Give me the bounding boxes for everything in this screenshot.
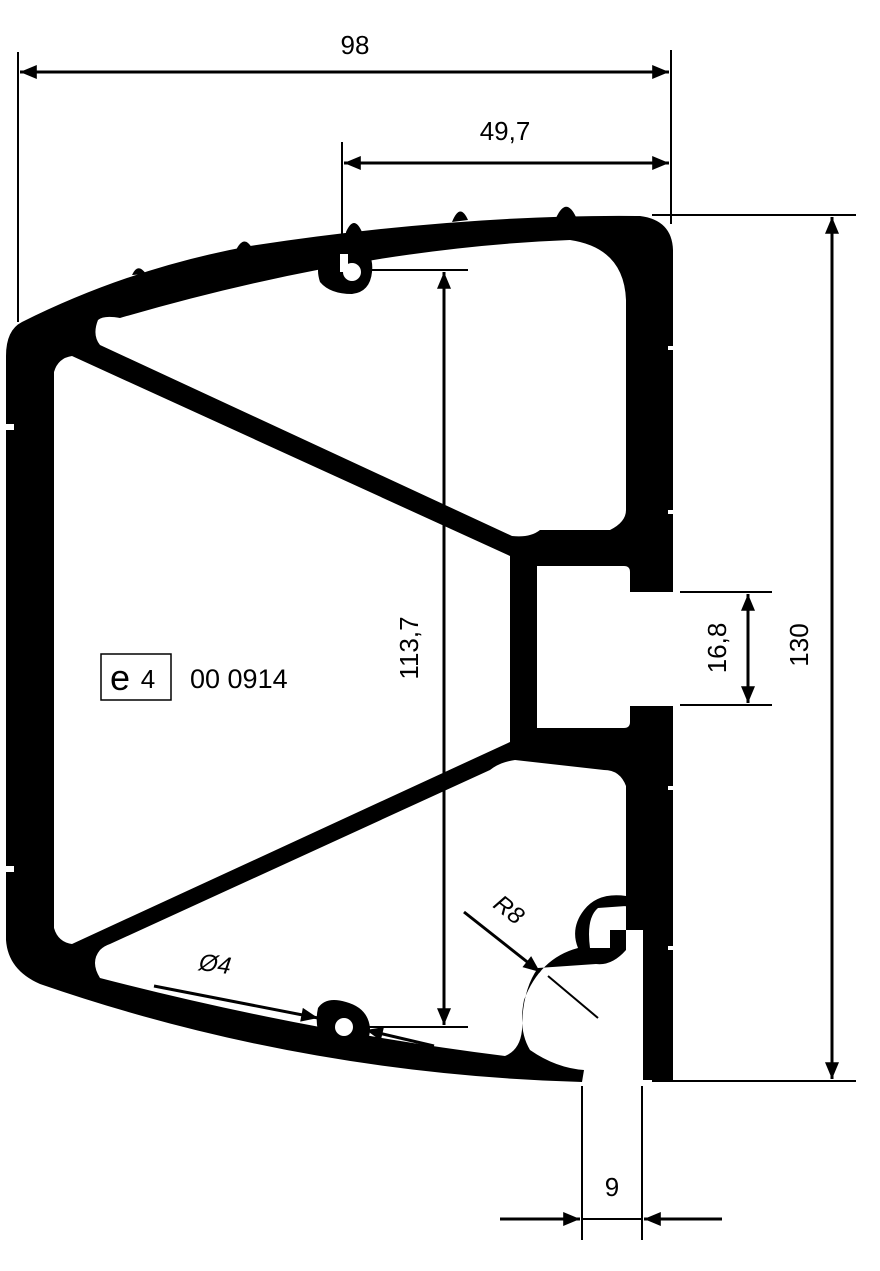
right-notch-2 [668,510,676,514]
left-notch-bottom [4,866,14,872]
top-ridge-1 [132,268,146,275]
profile-body [6,215,673,1083]
inner-height-label: 113,7 [394,616,424,679]
top-ridge-4 [556,206,576,218]
dimension-overall-height: 130 [652,214,856,1082]
hole-diameter-label: Ø4 [196,949,232,980]
approval-mark-symbol: e [110,657,130,698]
right-notch-4 [668,946,676,950]
approval-mark-country: 4 [141,664,155,694]
top-ridge-2 [236,241,252,250]
right-notch-1 [668,346,676,350]
dimension-slot-width: 16,8 [680,591,772,706]
approval-mark-number: 00 0914 [190,664,288,694]
overall-height-label: 130 [784,623,814,666]
screw-channel-top [318,223,373,294]
top-ridge-3 [452,211,468,222]
bottom-gap-label: 9 [605,1172,619,1202]
dimension-hole-diameter: Ø4 [153,949,435,1048]
left-notch-top [4,424,14,430]
overall-width-label: 98 [341,30,370,60]
approval-mark-box [100,653,172,701]
screw-channel-bottom [316,1000,370,1053]
dimension-overall-width: 98 [17,30,672,322]
dimension-upper-width: 49,7 [341,116,669,236]
upper-width-label: 49,7 [480,116,531,146]
dimension-bottom-gap: 9 [500,1086,722,1240]
slot-width-label: 16,8 [702,623,732,674]
radius-label: R8 [488,890,529,931]
dimension-inner-height: 113,7 [364,269,468,1028]
approval-mark: e 4 00 0914 [100,653,288,701]
aluminium-profile-section [4,206,676,1083]
right-notch-3 [668,786,676,790]
